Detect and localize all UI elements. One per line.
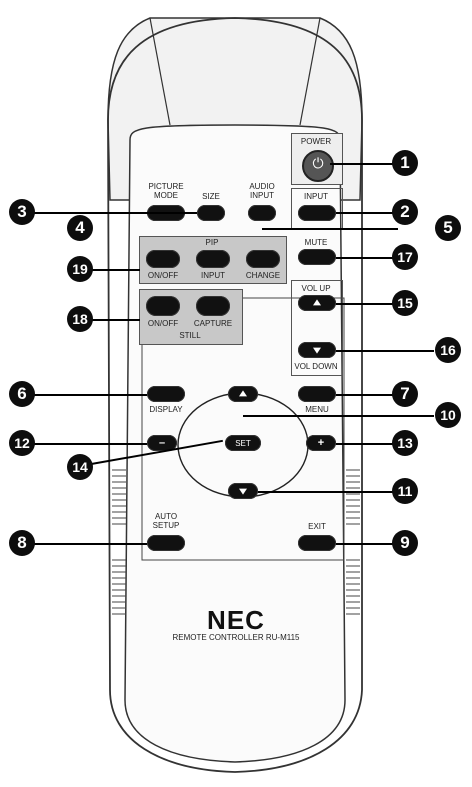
- callout-line-11: [258, 491, 398, 493]
- callout-line-8: [22, 543, 147, 545]
- display-button[interactable]: [147, 386, 185, 402]
- audio-input-label: AUDIO INPUT: [249, 182, 275, 200]
- pip-onoff-label: ON/OFF: [147, 271, 179, 280]
- callout-line-12: [22, 443, 147, 445]
- callout-line-4: [80, 212, 197, 214]
- minus-button[interactable]: –: [147, 435, 177, 451]
- menu-label: MENU: [305, 405, 329, 414]
- callout-16: 16: [435, 337, 461, 363]
- display-label: DISPLAY: [149, 405, 183, 414]
- dpad-up-button[interactable]: [228, 386, 258, 402]
- callout-5: 5: [435, 215, 461, 241]
- dpad-down-button[interactable]: [228, 483, 258, 499]
- brand-logo: NEC: [207, 605, 265, 635]
- size-label: SIZE: [202, 192, 220, 201]
- exit-label: EXIT: [308, 522, 326, 531]
- callout-line-6: [22, 394, 147, 396]
- pip-onoff-button[interactable]: [146, 250, 180, 268]
- input-label: INPUT: [304, 192, 328, 201]
- callout-line-17: [336, 257, 398, 259]
- callout-9: 9: [392, 530, 418, 556]
- power-icon: ⏻: [312, 156, 324, 172]
- callout-line-16: [336, 350, 434, 352]
- exit-button[interactable]: [298, 535, 336, 551]
- set-button[interactable]: SET: [225, 435, 261, 451]
- arrow-down-icon: [313, 347, 321, 354]
- pip-change-label: CHANGE: [245, 271, 281, 280]
- menu-button[interactable]: [298, 386, 336, 402]
- callout-line-7: [336, 394, 398, 396]
- model-label: REMOTE CONTROLLER RU-M115: [172, 633, 300, 642]
- pip-label: PIP: [205, 238, 219, 247]
- remote-edge-right: [299, 17, 321, 126]
- callout-line-13: [336, 443, 398, 445]
- arrow-up-icon: [239, 390, 247, 397]
- arrow-up-icon: [313, 299, 321, 306]
- audio-input-button[interactable]: [248, 205, 276, 221]
- set-label: SET: [235, 438, 251, 448]
- callout-line-18: [80, 319, 140, 321]
- input-button[interactable]: [298, 205, 336, 221]
- callout-line-9: [336, 543, 398, 545]
- plus-icon: +: [317, 437, 325, 449]
- pip-input-button[interactable]: [196, 250, 230, 268]
- callout-10: 10: [435, 402, 461, 428]
- callout-18: 18: [67, 306, 93, 332]
- callout-2: 2: [392, 199, 418, 225]
- vol-down-button[interactable]: [298, 342, 336, 358]
- still-onoff-button[interactable]: [146, 296, 180, 316]
- power-button[interactable]: ⏻: [302, 150, 334, 182]
- callout-13: 13: [392, 430, 418, 456]
- callout-line-2: [336, 212, 398, 214]
- callout-4: 4: [67, 215, 93, 241]
- callout-7: 7: [392, 381, 418, 407]
- callout-12: 12: [9, 430, 35, 456]
- lower-panel-outline: [141, 297, 345, 561]
- plus-button[interactable]: +: [306, 435, 336, 451]
- volume-box: [291, 280, 343, 376]
- still-onoff-label: ON/OFF: [147, 319, 179, 328]
- callout-19: 19: [67, 256, 93, 282]
- mute-label: MUTE: [304, 238, 328, 247]
- callout-11: 11: [392, 478, 418, 504]
- callout-line-1: [330, 163, 398, 165]
- still-capture-label: CAPTURE: [193, 319, 233, 328]
- picture-mode-label: PICTURE MODE: [148, 182, 184, 200]
- grip-ridges-left: [112, 469, 126, 615]
- still-capture-button[interactable]: [196, 296, 230, 316]
- grip-ridges-right: [346, 469, 360, 615]
- remote-edge-left: [149, 17, 171, 126]
- minus-icon: –: [158, 437, 166, 449]
- still-label: STILL: [179, 331, 201, 340]
- callout-line-19: [80, 269, 140, 271]
- arrow-down-icon: [239, 488, 247, 495]
- callout-line-5: [262, 228, 398, 230]
- pip-input-label: INPUT: [201, 271, 225, 280]
- callout-line-15: [336, 303, 398, 305]
- callout-14: 14: [67, 454, 93, 480]
- remote-outer-shell: [107, 17, 363, 773]
- callout-8: 8: [9, 530, 35, 556]
- pip-change-button[interactable]: [246, 250, 280, 268]
- vol-up-label: VOL UP: [301, 284, 331, 293]
- callout-6: 6: [9, 381, 35, 407]
- callout-17: 17: [392, 244, 418, 270]
- callout-15: 15: [392, 290, 418, 316]
- callout-3: 3: [9, 199, 35, 225]
- mute-button[interactable]: [298, 249, 336, 265]
- vol-down-label: VOL DOWN: [294, 362, 338, 371]
- callout-1: 1: [392, 150, 418, 176]
- callout-line-10: [243, 415, 434, 417]
- auto-setup-button[interactable]: [147, 535, 185, 551]
- auto-setup-label: AUTO SETUP: [152, 512, 180, 530]
- size-button[interactable]: [197, 205, 225, 221]
- power-label: POWER: [300, 137, 332, 146]
- vol-up-button[interactable]: [298, 295, 336, 311]
